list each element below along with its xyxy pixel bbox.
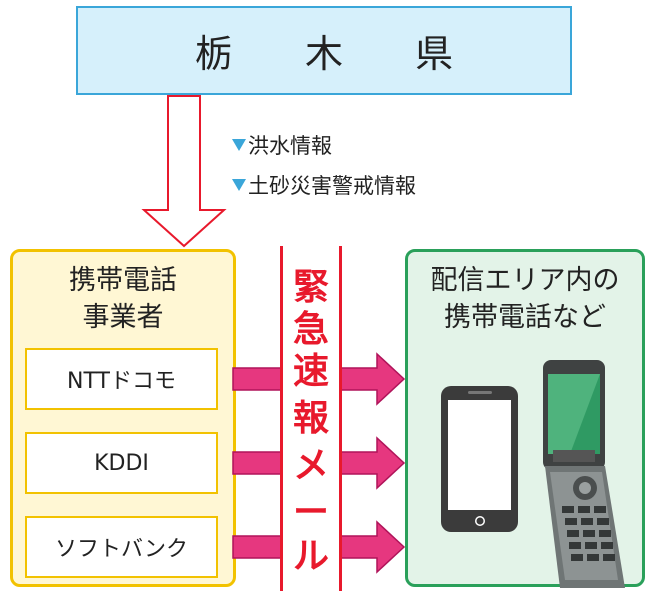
phone-title-line1: 配信エリア内の <box>430 265 620 296</box>
carrier-label: KDDI <box>94 450 149 476</box>
info-item-label: 土砂災害警戒情報 <box>248 174 416 198</box>
triangle-bullet-icon <box>232 179 246 191</box>
phone-title-line2: 携帯電話など <box>444 302 606 333</box>
prefecture-title: 栃 木 県 <box>194 32 484 76</box>
carrier-title-line1: 携帯電話 <box>69 265 177 296</box>
alert-char: ー <box>292 492 329 533</box>
alert-char: 速 <box>292 351 329 392</box>
carrier-title-line2: 事業者 <box>82 302 164 333</box>
carrier-box-kddi: KDDI <box>25 432 218 494</box>
info-item-landslide: 土砂災害警戒情報 <box>232 170 416 200</box>
emergency-alert-band <box>280 246 342 591</box>
alert-char: メ <box>292 445 329 486</box>
alert-char: 報 <box>292 398 329 439</box>
smartphone-icon <box>441 386 518 532</box>
carrier-box-docomo: NTTドコモ <box>25 348 218 410</box>
carrier-label: ソフトバンク <box>54 537 189 562</box>
phone-panel-title: 配信エリア内の 携帯電話など <box>405 262 645 336</box>
prefecture-box: 栃 木 県 <box>76 6 572 95</box>
carrier-panel-title: 携帯電話 事業者 <box>10 262 236 336</box>
alert-char: 急 <box>292 309 329 350</box>
alert-char: 緊 <box>292 267 329 308</box>
carrier-label: NTTドコモ <box>67 369 176 394</box>
flip-phone-icon <box>543 360 625 588</box>
triangle-bullet-icon <box>232 139 246 151</box>
carrier-box-softbank: ソフトバンク <box>25 516 218 578</box>
alert-char: ル <box>292 536 329 577</box>
info-item-flood: 洪水情報 <box>232 130 332 160</box>
info-item-label: 洪水情報 <box>248 134 332 158</box>
